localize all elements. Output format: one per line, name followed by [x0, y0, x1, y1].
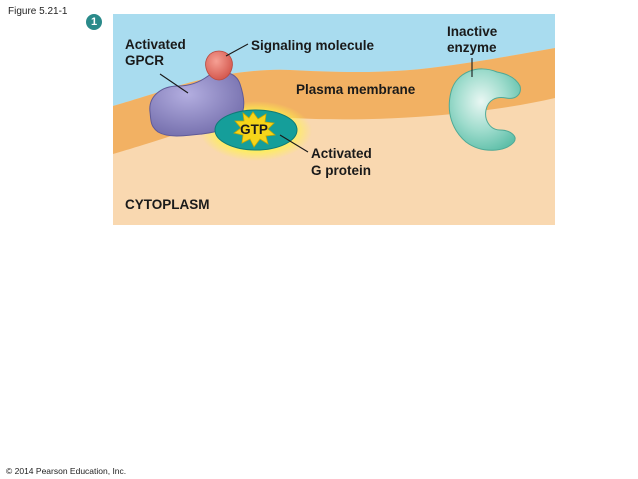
label-inactive-enzyme-line2: enzyme	[447, 40, 497, 55]
leader-signaling-molecule	[225, 43, 249, 57]
label-signaling-molecule: Signaling molecule	[251, 38, 375, 53]
signaling-molecule	[205, 50, 233, 81]
leader-activated-gpcr	[159, 73, 189, 94]
label-activated-g-protein-line1: Activated	[311, 146, 372, 161]
label-cytoplasm: CYTOPLASM	[125, 197, 210, 212]
figure-label: Figure 5.21-1	[8, 6, 68, 17]
label-inactive-enzyme-line1: Inactive	[447, 24, 498, 39]
label-plasma-membrane: Plasma membrane	[296, 82, 416, 97]
extracellular-region	[113, 14, 555, 106]
cell-panel: GTP	[113, 14, 555, 225]
label-activated-gpcr-line2: GPCR	[125, 53, 164, 68]
label-activated-gpcr-line1: Activated	[125, 37, 186, 52]
leader-activated-g-protein	[279, 134, 309, 153]
gtp-star	[233, 111, 276, 148]
gtp-label: GTP	[240, 122, 268, 137]
inactive-enzyme	[448, 68, 521, 151]
copyright-notice: © 2014 Pearson Education, Inc.	[6, 466, 127, 476]
step-badge: 1	[86, 14, 102, 30]
plasma-membrane	[113, 48, 555, 154]
label-activated-g-protein-line2: G protein	[311, 163, 371, 178]
